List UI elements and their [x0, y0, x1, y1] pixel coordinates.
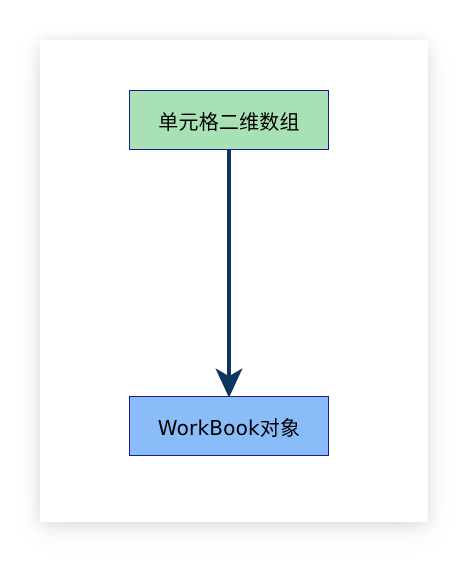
node-label: 单元格二维数组 [158, 109, 300, 134]
node-label: WorkBook对象 [157, 415, 301, 440]
edge-layer [215, 150, 243, 398]
arrowhead [215, 368, 243, 398]
node-cell-2d-array[interactable]: 单元格二维数组 [129, 90, 329, 150]
diagram-canvas: 单元格二维数组 WorkBook对象 [40, 40, 428, 522]
node-workbook-object[interactable]: WorkBook对象 [129, 396, 329, 456]
